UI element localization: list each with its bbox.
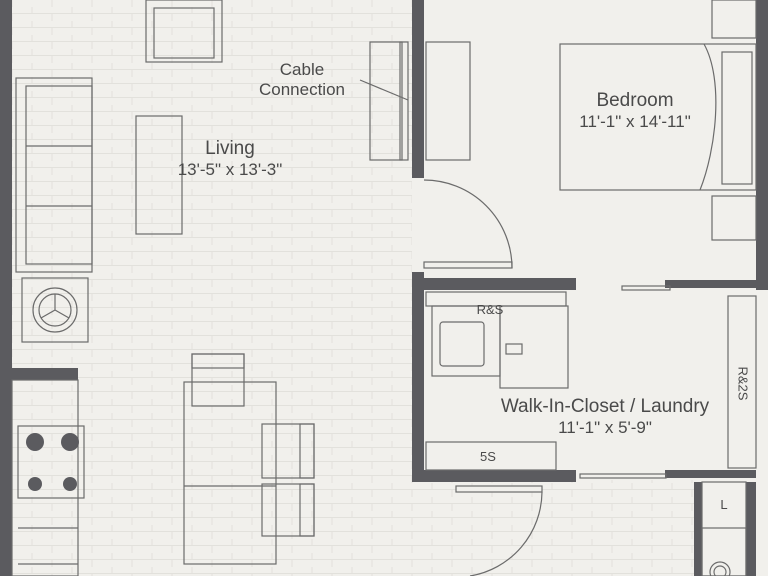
nightstand-top [711, 0, 757, 39]
living-room-dims: 13'-5" x 13'-3" [177, 159, 283, 179]
dining-furniture [183, 353, 315, 565]
hall-floor [412, 480, 702, 576]
rs-shelf-vertical [727, 295, 757, 469]
bedroom-dresser [425, 41, 471, 161]
bedroom-dims: 11'-1" x 14'-11" [579, 111, 691, 131]
bedroom-name: Bedroom [596, 90, 674, 111]
kitchen-counter [11, 379, 85, 576]
cable-label-line2: Connection [258, 79, 345, 99]
kitchen-floor [78, 370, 412, 576]
rs-shelf-vertical-label: R&2S [735, 366, 751, 401]
dining-table [183, 381, 277, 565]
appliance-box [21, 277, 89, 343]
bedroom-furniture [425, 0, 757, 241]
fan-circle [32, 287, 78, 333]
living-furniture [15, 0, 409, 343]
coffee-table [135, 115, 183, 235]
closet-name: Walk-In-Closet / Laundry [500, 396, 710, 417]
doors [399, 41, 671, 576]
shelf-5s [425, 441, 557, 471]
closet-fixtures [425, 291, 757, 576]
shelves-label: 5S [480, 449, 496, 464]
cooktop-burners [26, 433, 79, 491]
closet-dims: 11'-1" x 5'-9" [558, 417, 652, 437]
living-room-name: Living [205, 138, 255, 159]
chair [145, 0, 223, 63]
cable-label-line1: Cable [279, 60, 325, 79]
tv-console [369, 41, 403, 161]
nightstand-bottom [711, 195, 757, 241]
linen-label: L [720, 497, 728, 512]
dryer [499, 305, 569, 389]
bed [559, 43, 757, 191]
rs-shelf-label: R&S [476, 302, 504, 317]
